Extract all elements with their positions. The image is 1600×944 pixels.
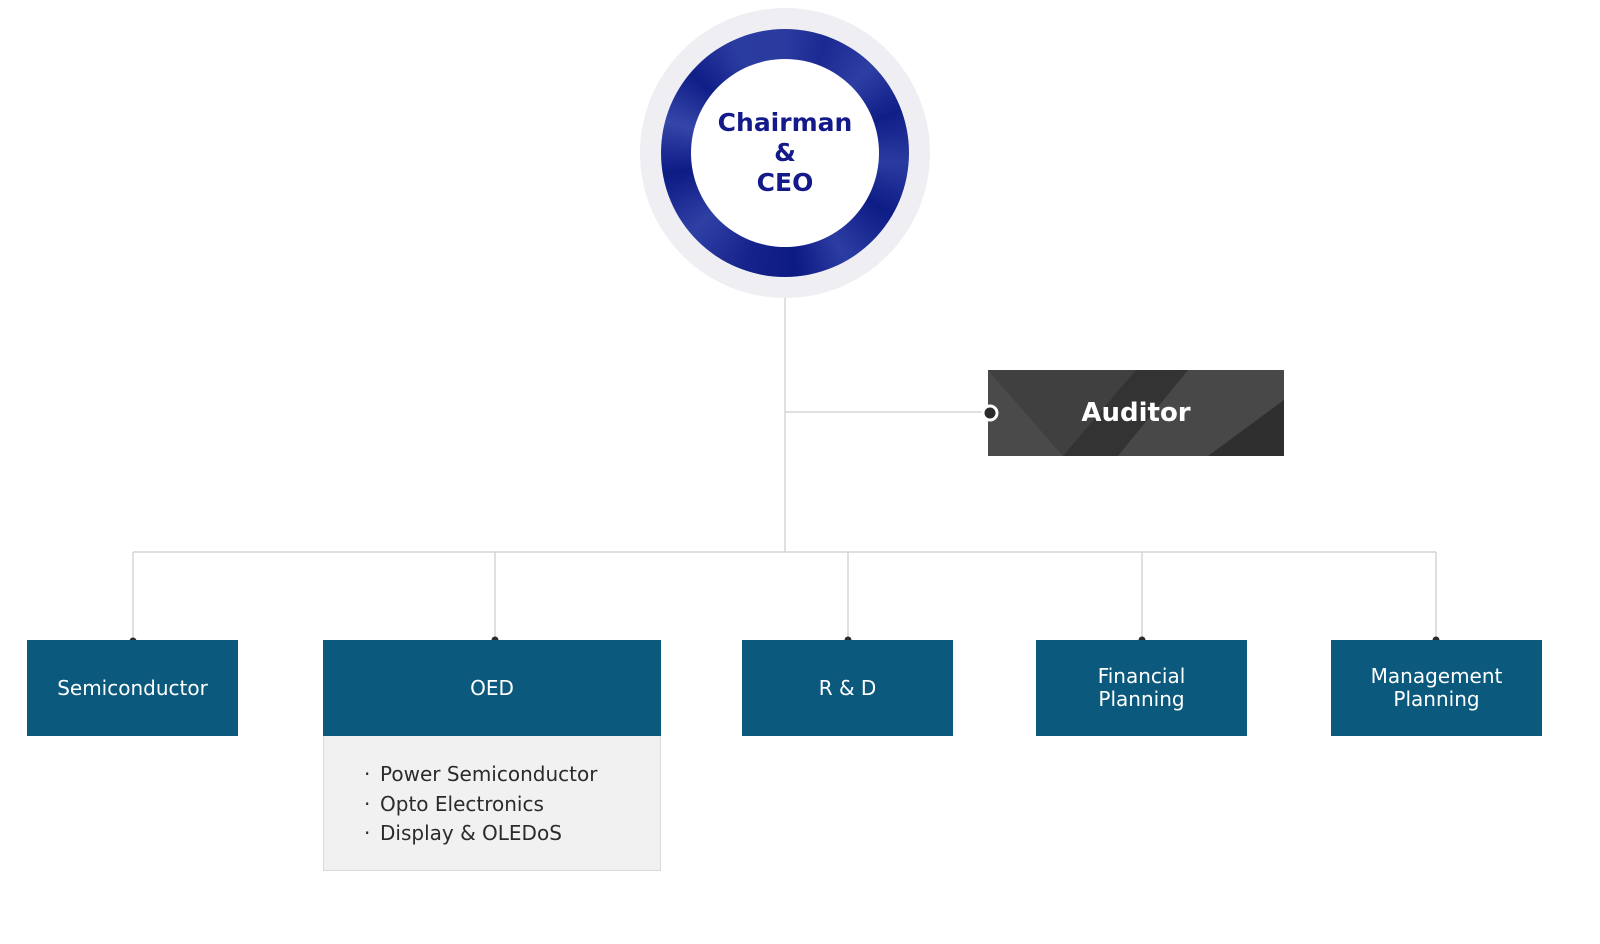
department-financial-planning-label: Financial Planning (1097, 664, 1186, 711)
department-management-planning-label: Management Planning (1370, 664, 1503, 711)
auditor-node: Auditor (988, 370, 1284, 456)
ceo-title-line-3: CEO (756, 168, 814, 197)
department-oed-label: OED (470, 675, 514, 700)
oed-unit-item: Display & OLEDoS (364, 819, 660, 849)
oed-unit-item: Power Semiconductor (364, 760, 660, 790)
department-management-planning: Management Planning (1331, 640, 1542, 736)
department-oed: OED (323, 640, 661, 736)
auditor-label: Auditor (1081, 398, 1191, 428)
department-rd-label: R & D (818, 675, 877, 700)
department-semiconductor: Semiconductor (27, 640, 238, 736)
department-financial-planning: Financial Planning (1036, 640, 1247, 736)
auditor-background-pattern (988, 370, 1284, 456)
auditor-connector-node (981, 404, 999, 422)
ceo-title-line-1: Chairman (717, 108, 853, 137)
oed-units-list: Power Semiconductor Opto Electronics Dis… (324, 736, 660, 849)
oed-units-panel: Power Semiconductor Opto Electronics Dis… (323, 736, 661, 871)
department-rd: R & D (742, 640, 953, 736)
ceo-node: Chairman & CEO (691, 59, 879, 247)
ceo-title-line-2: & (774, 138, 796, 167)
department-semiconductor-label: Semiconductor (57, 675, 208, 700)
oed-unit-item: Opto Electronics (364, 790, 660, 820)
